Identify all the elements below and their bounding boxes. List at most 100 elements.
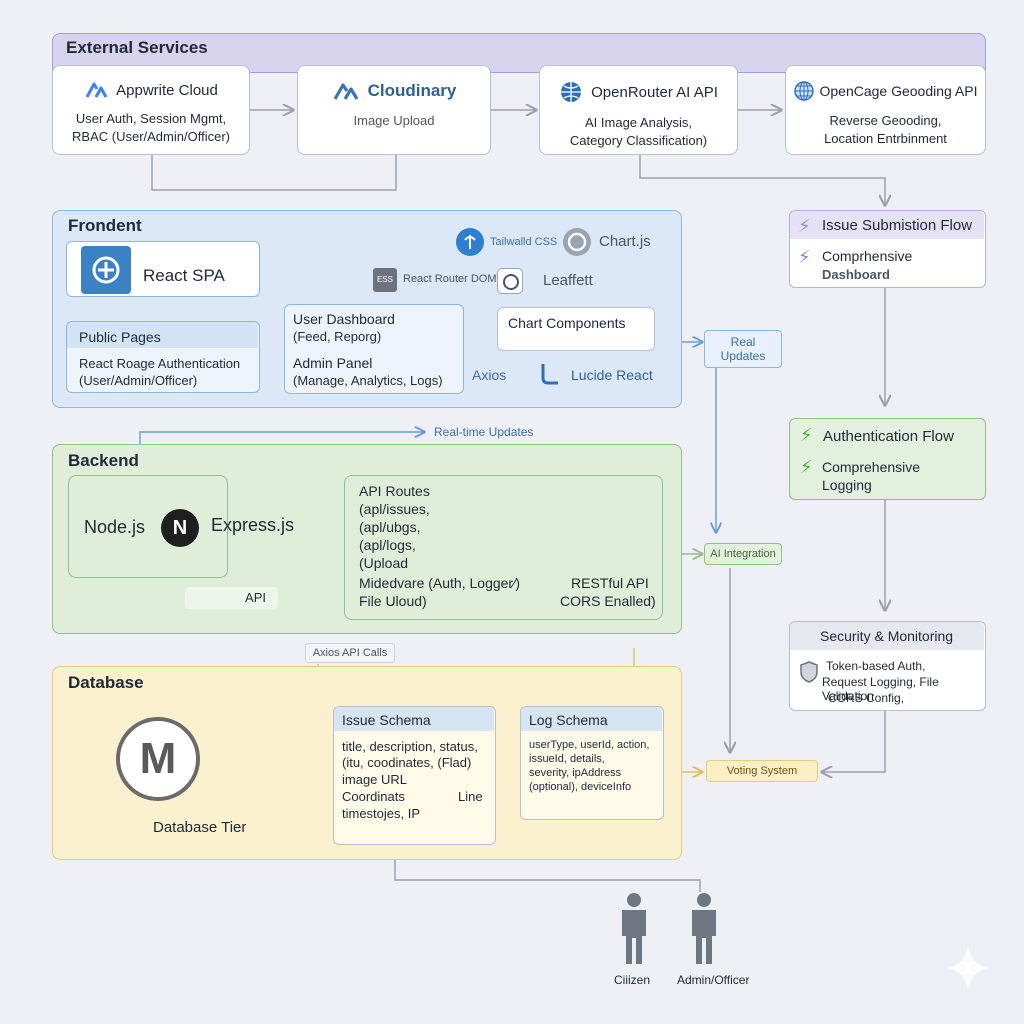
security-monitoring-box[interactable]: Security & Monitoring Token-based Auth, … [789,621,986,711]
tailwind-label: Tailwalld CSS [490,236,558,248]
auth-flow-sub-2: Logging [822,477,872,493]
issue-line-5: timestojes, IP [342,806,421,821]
database-tier-label: Database Tier [153,819,247,836]
cloudinary-name: Cloudinary [367,81,457,100]
issue-schema-title: Issue Schema [342,712,431,728]
api-tag: API [185,587,278,609]
routes-line-6: Midedvare (Auth, Logger⁄) [359,575,521,591]
routes-line-1: API Routes [359,483,430,499]
dashboard-line-3: Admin Panel [293,355,373,371]
cloud-icon [333,83,358,100]
appwrite-cloud-card[interactable]: Appwrite Cloud User Auth, Session Mgmt, … [52,65,250,155]
dashboard-line-1: User Dashboard [293,311,395,327]
lucide-label: Lucide React [571,367,653,383]
ai-integration-tag: AI Integration [704,543,782,565]
dashboard-line-2: (Feed, Reporg) [293,329,382,344]
globe-grid-icon [794,81,815,101]
issue-flow-sub-1: Comprhensive [822,248,913,264]
security-line-2: Request Logging, File Validation [822,675,939,703]
axios-label: Axios [472,367,507,383]
api-routes-box[interactable]: API Routes (apl/issues, (apl/ubgs, (apl/… [344,475,663,620]
security-line-3: CORS Config, [828,691,905,705]
appwrite-desc-1: User Auth, Session Mgmt, [75,111,227,126]
issue-line-4b: Line [458,789,483,804]
citizen-label: Ciiizen [614,973,651,987]
log-line-1: userType, userId, action, [529,739,650,751]
lucide-icon [541,364,558,385]
public-pages-title: Public Pages [79,329,161,345]
express-label: Express.js [211,515,295,535]
routes-restful: RESTful API [571,575,649,591]
shield-icon [800,661,818,683]
globe-icon [561,82,582,102]
issue-line-2: (itu, coodinates, (Flad) [342,755,472,770]
issue-line-4: Coordinats [342,789,405,804]
routes-cors: CORS Enalled) [560,593,656,609]
tailwind-icon [456,228,484,256]
issue-submission-flow[interactable]: ⚡︎ Issue Submistion Flow ⚡︎ Comprhensive… [789,210,986,288]
voting-system-tag: Voting System [706,760,818,782]
log-line-2: issueId, details, [529,753,605,765]
leaflet-label: Leaffett [543,272,593,289]
citizen-person-icon [622,893,646,964]
router-icon: ESS [373,268,397,292]
opencage-desc-2: Location Entrbinment [824,131,947,146]
react-spa-box[interactable]: React SPA [66,241,260,297]
react-spa-label: React SPA [143,266,225,285]
backend-title: Backend [68,451,139,470]
express-logo-icon: N [161,509,199,547]
security-line-1: Token-based Auth, [826,659,926,673]
public-pages-line-1: React Roage Authentication [79,356,241,371]
dashboard-line-4: (Manage, Analytics, Logs) [293,373,443,388]
chart-components-label: Chart Components [508,315,626,331]
issue-flow-sub-2: Dashboard [822,267,890,282]
auth-flow-title: Authentication Flow [823,428,954,445]
lightning-icon: ⚡︎ [798,247,811,267]
frontend-title: Frondent [68,216,142,235]
nodejs-label: Node.js [84,517,146,537]
cloudinary-desc: Image Upload [353,113,435,128]
routes-line-3: (apl/ubgs, [359,519,421,535]
openrouter-name: OpenRouter AI API [591,83,718,101]
real-updates-tag: Real Updates [704,330,782,368]
openrouter-card[interactable]: OpenRouter AI API AI Image Analysis, Cat… [539,65,738,155]
axios-api-calls-tag: Axios API Calls [305,643,395,663]
chart-components-box[interactable]: Chart Components [497,307,655,351]
log-line-4: (optional), deviceInfo [529,781,632,793]
lightning-icon: ⚡︎ [800,457,813,477]
security-title: Security & Monitoring [820,628,954,644]
issue-line-1: title, description, status, [342,739,478,754]
leaflet-icon [497,268,523,294]
openrouter-desc-1: AI Image Analysis, [585,115,692,130]
authentication-flow[interactable]: ⚡︎ Authentication Flow ⚡︎ Comprehensive … [789,418,986,500]
realtime-updates-label: Real-time Updates [434,425,534,439]
admin-officer-label: Admin/Officer [677,973,750,987]
appwrite-name: Appwrite Cloud [116,81,218,99]
issue-schema-box[interactable]: Issue Schema title, description, status,… [333,706,496,845]
chartjs-label: Chart.js [599,233,651,250]
external-services-title: External Services [66,38,208,57]
log-line-3: severity, ipAddress [529,767,622,779]
dashboard-box[interactable]: User Dashboard (Feed, Reporg) Admin Pane… [284,304,464,394]
react-logo-icon [81,246,131,294]
log-schema-box[interactable]: Log Schema userType, userId, action, iss… [520,706,664,820]
auth-flow-sub-1: Comprehensive [822,459,921,475]
lightning-icon: ⚡︎ [800,425,813,445]
chartjs-icon [563,228,591,256]
opencage-name: OpenCage Geooding API [819,83,978,99]
openrouter-desc-2: Category Classification) [569,133,708,148]
routes-line-5: (Upload [359,555,409,571]
node-express-box[interactable] [68,475,228,578]
appwrite-desc-2: RBAC (User/Admin/Officer) [72,129,230,144]
issue-line-3: image URL [342,772,408,787]
log-schema-title: Log Schema [529,712,608,728]
public-pages-box[interactable]: Public Pages React Roage Authentication … [66,321,260,393]
routes-line-2: (apl/issues, [359,501,430,517]
cloudinary-card[interactable]: Cloudinary Image Upload [297,65,491,155]
routes-line-7: File Uloud) [359,593,427,609]
lightning-icon: ⚡︎ [798,216,811,236]
opencage-desc-1: Reverse Geooding, [829,113,942,128]
opencage-card[interactable]: OpenCage Geooding API Reverse Geooding, … [785,65,986,155]
sparkle-icon [946,946,990,990]
public-pages-line-2: (User/Admin/Officer) [79,373,198,388]
